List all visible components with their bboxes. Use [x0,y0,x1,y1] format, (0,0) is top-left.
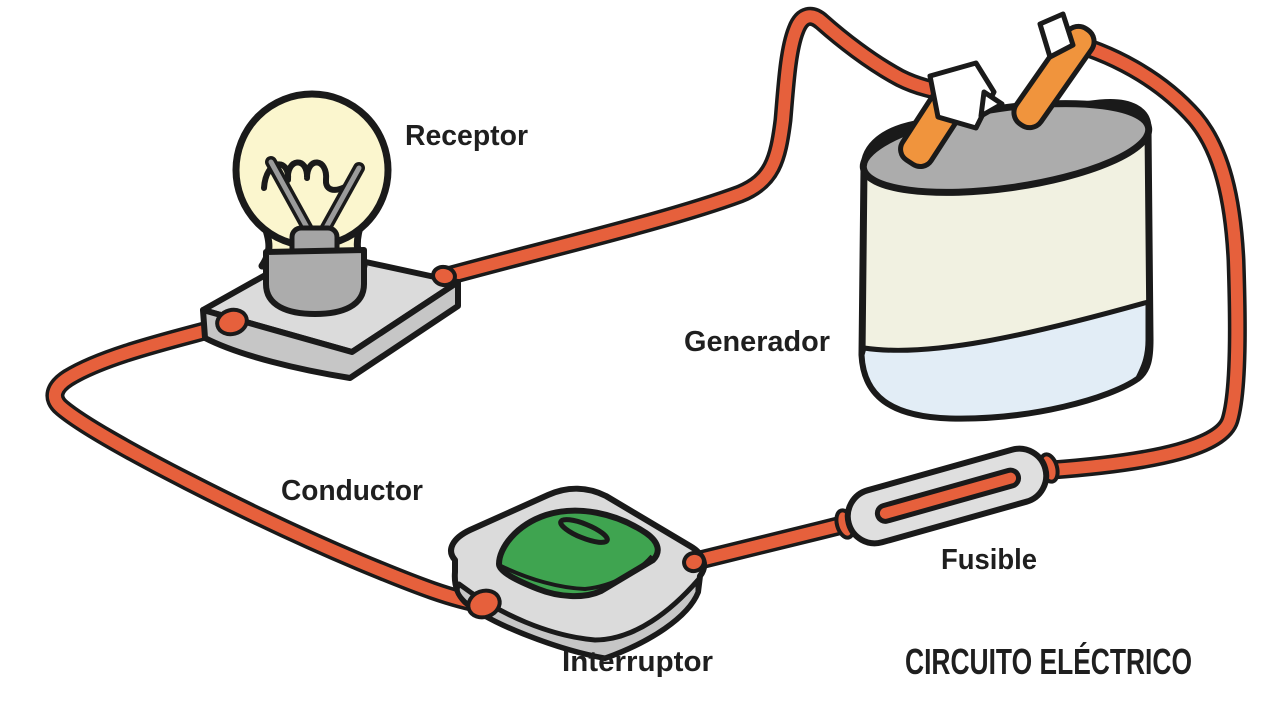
switch-rocker-green[interactable] [496,507,661,600]
receptor-bulb [200,90,461,381]
switch-rocker-fold-line [500,554,654,591]
wire-battery-to-fuse [1046,34,1244,476]
bulb-base-front-face [200,279,461,381]
bulb-base-port-left [215,307,249,337]
label-interruptor: Interruptor [562,646,713,678]
generador-battery [858,11,1154,422]
switch-port-left [466,588,502,620]
switch-port-right [682,550,706,574]
bulb-base-port-right [431,264,457,288]
fuse-window-wire [874,467,1022,524]
battery-terminal-right [1011,23,1097,131]
diagram-title: CIRCUITO ELÉCTRICO [905,641,1192,682]
bulb-glass [232,90,392,250]
label-fusible: Fusible [941,544,1037,576]
wire-bulb-to-battery [438,10,956,283]
fusible-fuse [834,445,1060,547]
bulb-socket [263,247,367,317]
bulb-filament-coil [261,159,356,193]
switch-rocker-slot [558,517,610,545]
interruptor-switch [448,485,708,661]
label-generador: Generador [684,326,830,358]
battery-clip-right [1037,11,1076,60]
wire-switch-to-fuse [686,518,852,568]
wire-cores [48,10,1244,611]
battery-clip-left-notch [978,89,1005,119]
wire-bulb-to-switch [48,316,492,611]
label-conductor: Conductor [281,475,423,507]
label-receptor: Receptor [405,120,528,152]
labels: Receptor Generador Conductor Interruptor… [281,120,1192,682]
battery-bottom-band [859,299,1151,421]
